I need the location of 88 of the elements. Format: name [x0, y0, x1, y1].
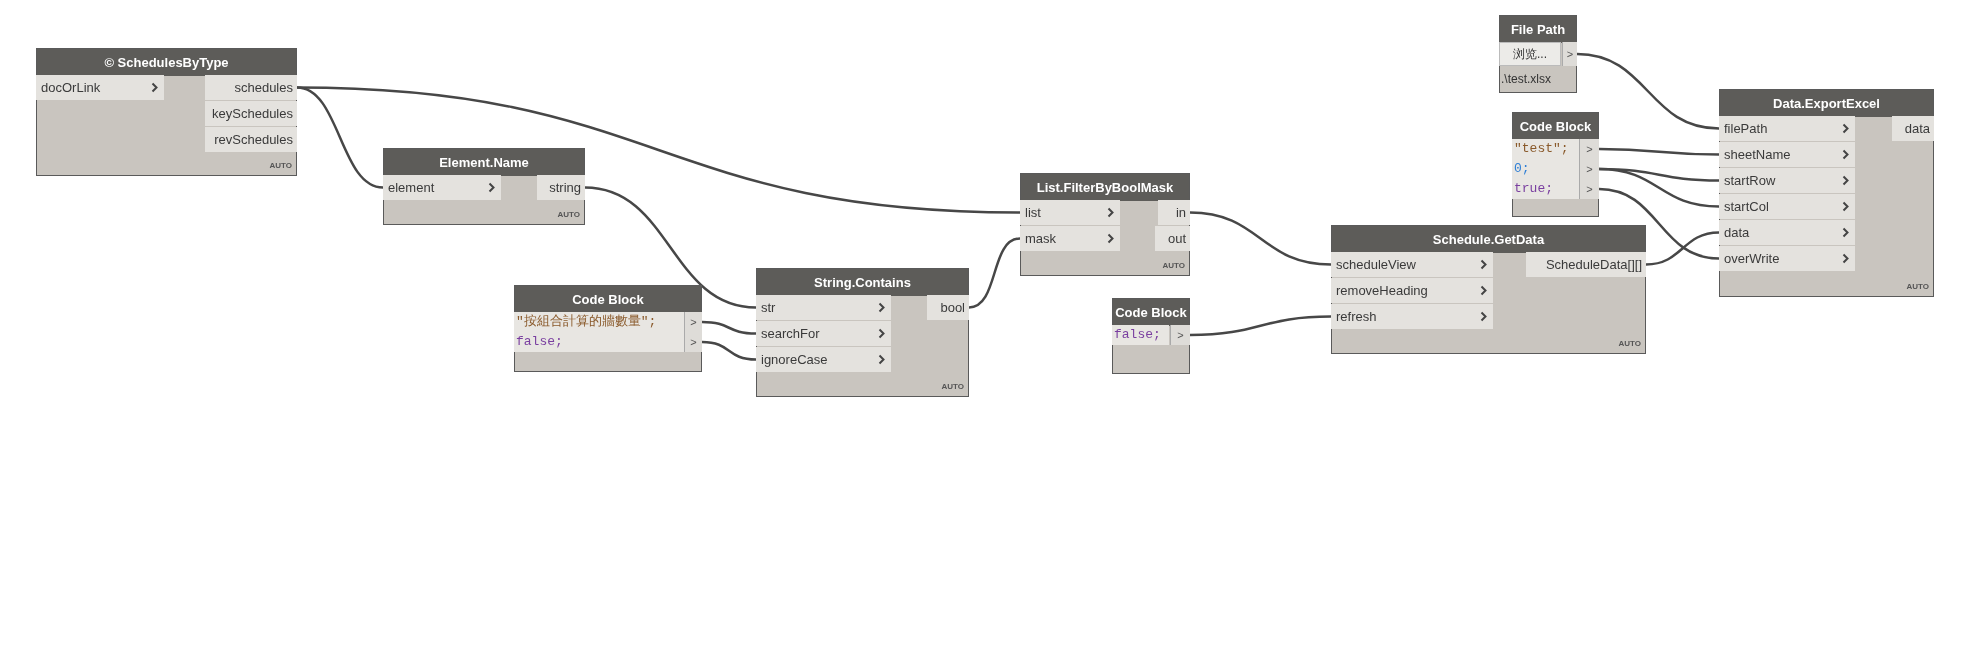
output-port: >: [1170, 325, 1190, 345]
wire: [1576, 52, 1720, 130]
node-title: Schedule.GetData: [1332, 226, 1645, 253]
port-label: filePath: [1724, 119, 1768, 138]
output-port: out: [1155, 226, 1190, 251]
output-port: string: [537, 175, 585, 200]
output-port: in: [1158, 200, 1190, 225]
input-port: [1331, 278, 1493, 303]
port-label: startRow: [1724, 171, 1776, 190]
lacing-label: AUTO: [1162, 260, 1185, 272]
wire: [1598, 167, 1720, 208]
input-port: [1719, 142, 1855, 167]
function-node: [756, 268, 969, 397]
output-port: ScheduleData[][]: [1526, 252, 1646, 277]
browse-button: 浏览...: [1499, 42, 1561, 66]
input-port: [383, 175, 501, 200]
output-port: >: [1579, 159, 1599, 179]
port-label: startCol: [1724, 197, 1769, 216]
input-port: [1719, 246, 1855, 271]
function-node: [36, 48, 297, 176]
wire: [1598, 187, 1720, 260]
function-node: [383, 148, 585, 225]
wire: [1189, 315, 1332, 337]
input-port: [1719, 168, 1855, 193]
function-node: [1719, 89, 1934, 297]
function-node: [1331, 225, 1646, 354]
input-port: [1020, 226, 1120, 251]
wire: [701, 340, 757, 361]
wire: [296, 86, 1021, 214]
function-node: [1499, 15, 1577, 93]
input-port: [1719, 194, 1855, 219]
port-label: mask: [1025, 229, 1057, 248]
function-node: [1112, 298, 1190, 374]
wire: [1645, 231, 1720, 266]
port-label: element: [388, 178, 435, 197]
output-port: revSchedules: [205, 127, 297, 152]
function-node: [1020, 173, 1190, 276]
port-label: sheetName: [1724, 145, 1791, 164]
node-title: Code Block: [515, 286, 701, 313]
output-port: >: [684, 332, 702, 352]
function-node: [1512, 112, 1599, 217]
node-title: Element.Name: [384, 149, 584, 176]
lacing-label: AUTO: [557, 209, 580, 221]
output-port: >: [684, 312, 702, 332]
node-title: Code Block: [1113, 299, 1189, 326]
port-label: refresh: [1336, 307, 1377, 326]
port-label: str: [761, 298, 776, 317]
input-port: [1719, 220, 1855, 245]
node-title: Code Block: [1513, 113, 1598, 140]
output-port: >: [1562, 42, 1577, 66]
output-port: data: [1892, 116, 1934, 141]
port-label: list: [1025, 203, 1041, 222]
input-port: [756, 295, 891, 320]
node-title: File Path: [1500, 16, 1576, 43]
function-node: [514, 285, 702, 372]
lacing-label: AUTO: [269, 160, 292, 172]
port-label: searchFor: [761, 324, 820, 343]
port-label: ignoreCase: [761, 350, 828, 369]
wire: [968, 237, 1021, 309]
output-port: bool: [927, 295, 969, 320]
output-port: >: [1579, 139, 1599, 159]
input-port: [1020, 200, 1120, 225]
node-title: String.Contains: [757, 269, 968, 296]
output-port: schedules: [205, 75, 297, 100]
output-port: >: [1579, 179, 1599, 199]
wire: [701, 320, 757, 335]
lacing-label: AUTO: [1618, 338, 1641, 350]
wire: [584, 186, 757, 309]
input-port: [36, 75, 164, 100]
input-port: [756, 347, 891, 372]
file-path-label: .\test.xlsx: [1501, 71, 1551, 88]
port-label: docOrLink: [41, 78, 101, 97]
wire: [1189, 211, 1332, 266]
port-label: removeHeading: [1336, 281, 1428, 300]
output-port: keySchedules: [205, 101, 297, 126]
node-title: Data.ExportExcel: [1720, 90, 1933, 117]
input-port: [1719, 116, 1855, 141]
port-label: data: [1724, 223, 1750, 242]
input-port: [1331, 252, 1493, 277]
lacing-label: AUTO: [941, 381, 964, 393]
port-label: scheduleView: [1336, 255, 1416, 274]
lacing-label: AUTO: [1906, 281, 1929, 293]
node-title: © SchedulesByType: [37, 49, 296, 76]
wire: [1599, 147, 1719, 156]
input-port: [1331, 304, 1493, 329]
port-label: overWrite: [1724, 249, 1780, 268]
node-title: List.FilterByBoolMask: [1021, 174, 1189, 201]
input-port: [756, 321, 891, 346]
